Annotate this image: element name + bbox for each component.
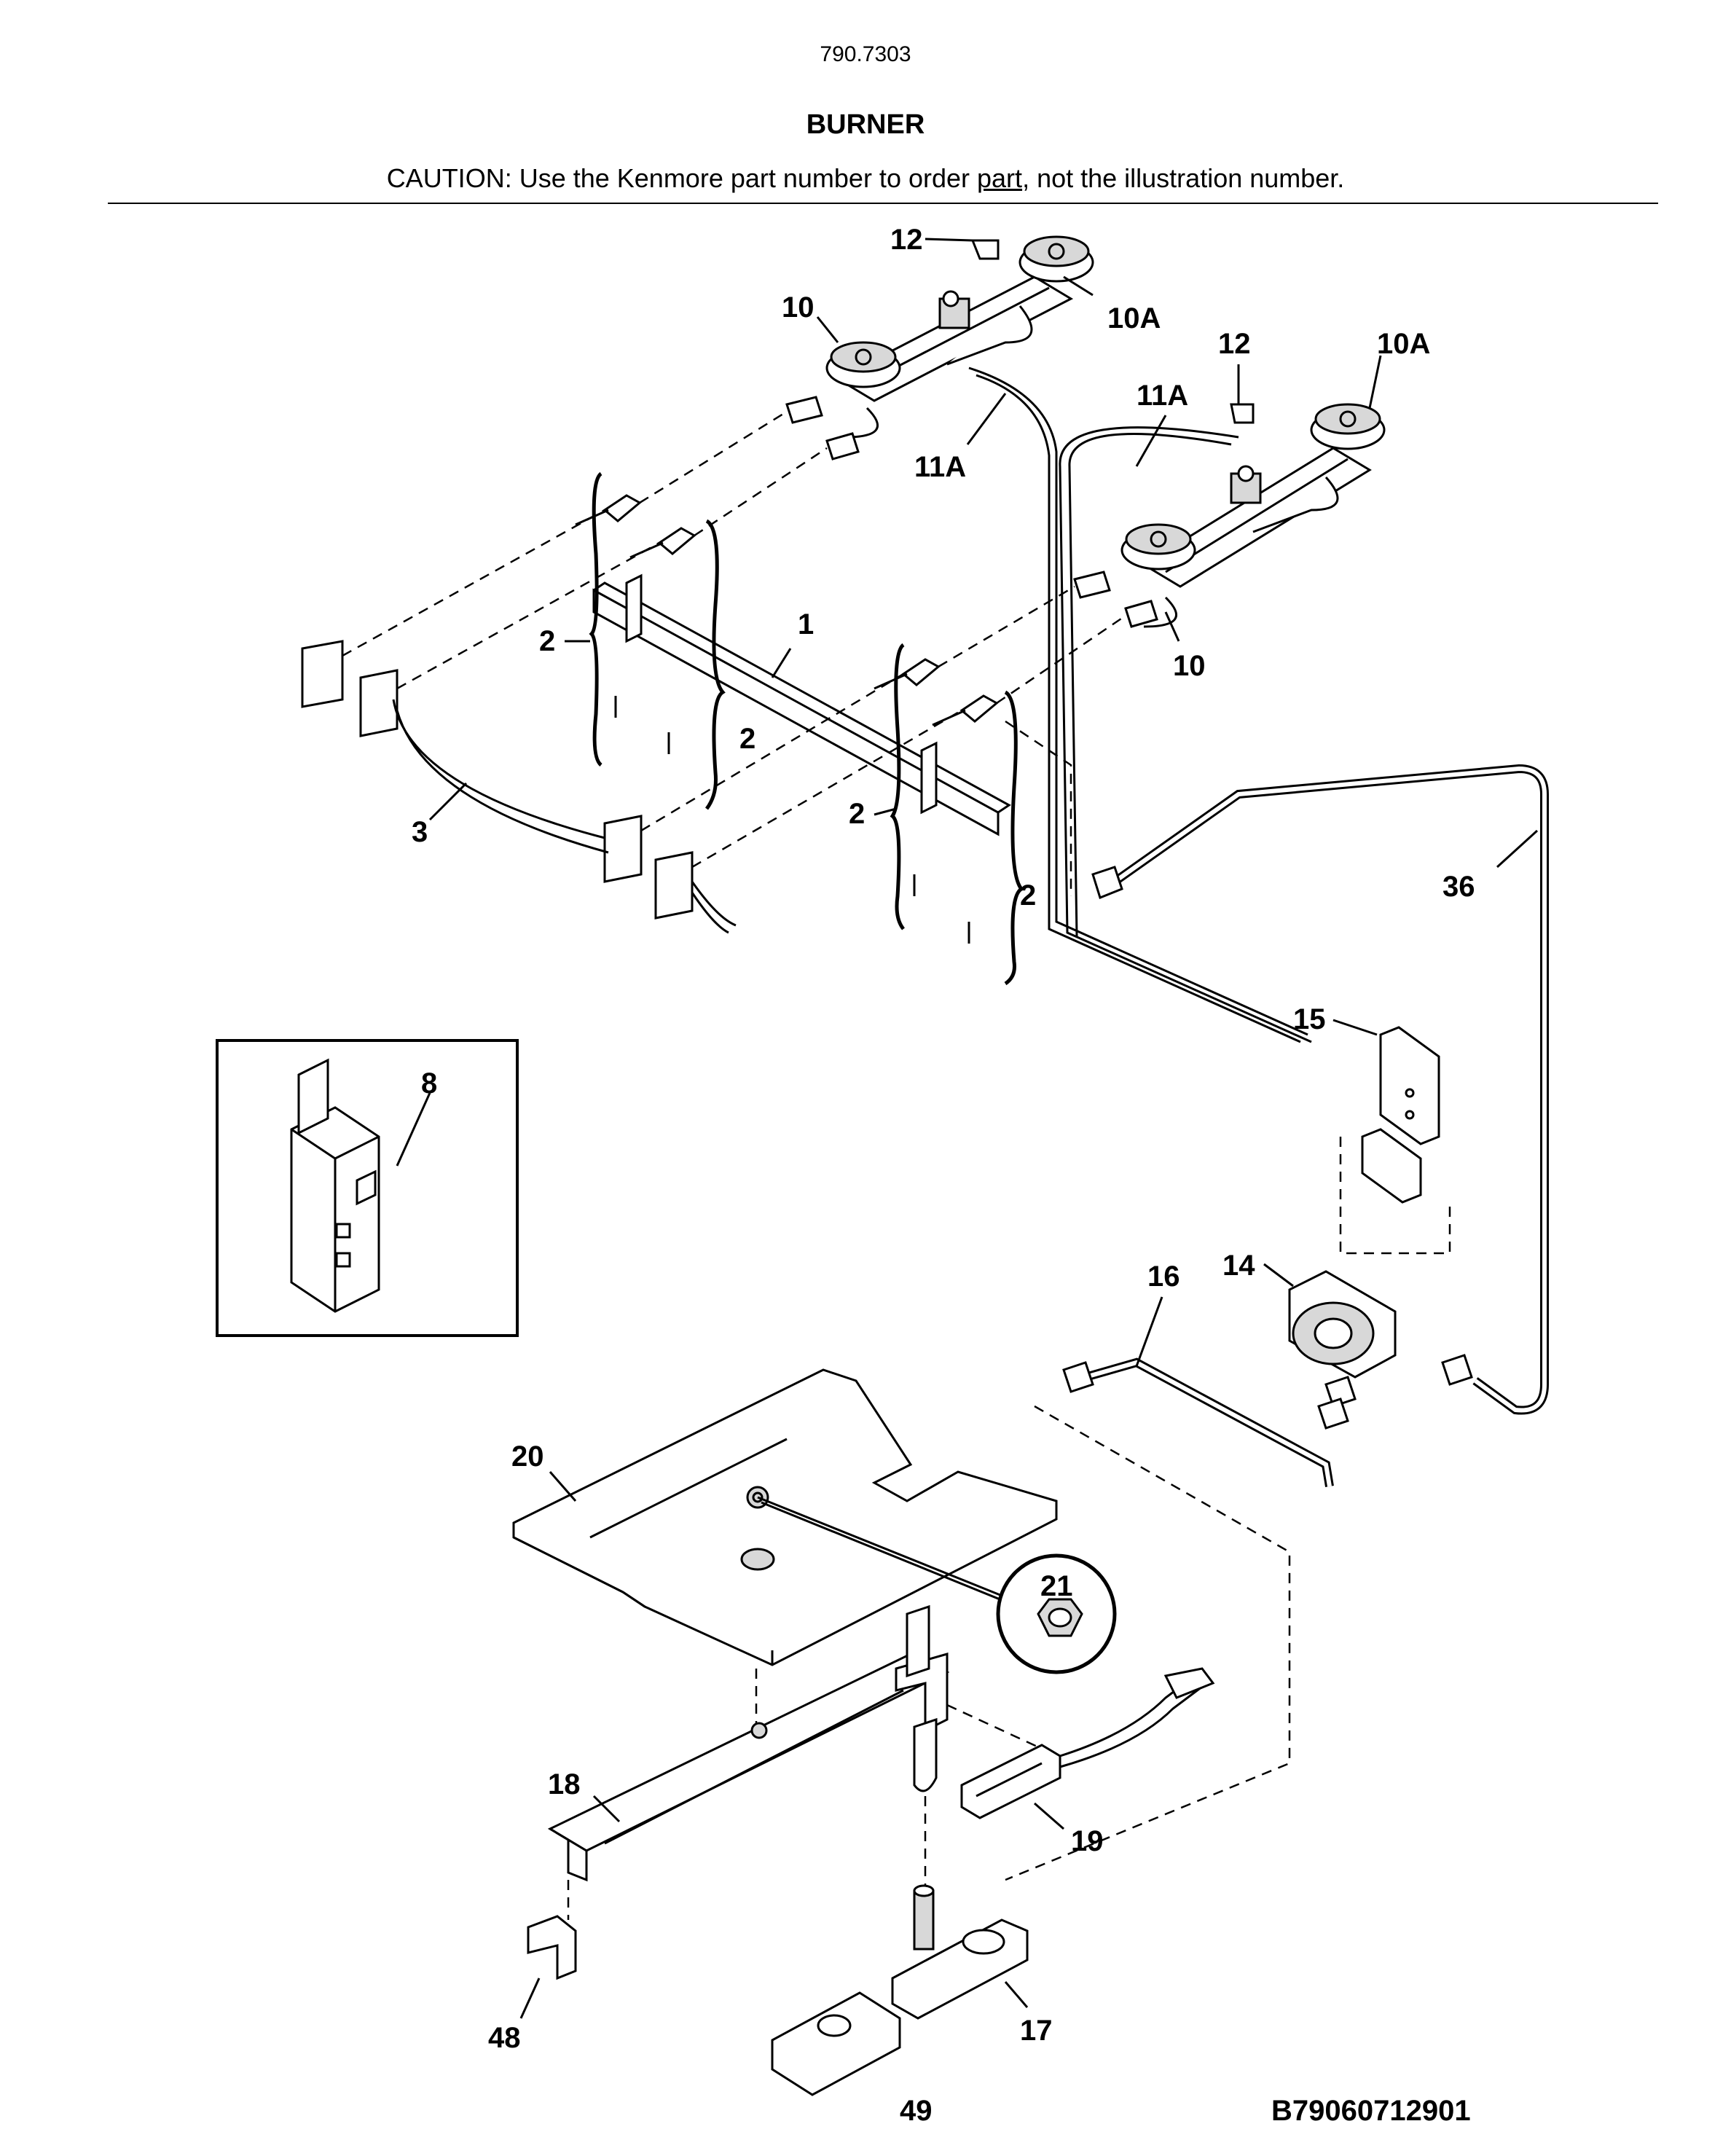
callout-12-top: 12 [890, 224, 923, 256]
regulator-14 [1288, 1270, 1397, 1430]
igniter-19 [946, 1667, 1215, 1819]
oven-burner-18 [547, 1604, 950, 1920]
caution-note: CAUTION: Use the Kenmore part number to … [0, 163, 1731, 194]
callout-2-d: 2 [1020, 879, 1036, 912]
bracket-48 [527, 1915, 577, 1980]
section-title: BURNER [806, 109, 925, 140]
callout-21: 21 [1040, 1570, 1073, 1602]
callout-15: 15 [1293, 1003, 1326, 1035]
brace-2b [704, 519, 726, 810]
callout-10-top: 10 [782, 291, 815, 324]
callout-36: 36 [1442, 871, 1475, 903]
inset-spark-module [216, 1039, 519, 1337]
callout-49: 49 [900, 2095, 933, 2127]
callout-8: 8 [421, 1067, 437, 1099]
brace-2a [589, 471, 602, 767]
tube-11a [968, 366, 1312, 1043]
callout-1: 1 [798, 608, 814, 640]
caution-prefix: CAUTION: Use the Kenmore part number to … [386, 163, 978, 193]
tube-36 [1091, 764, 1549, 1415]
upper-left-burner-assembly [785, 235, 1094, 460]
caution-suffix: , not the illustration number. [1022, 163, 1345, 193]
callout-2-b: 2 [739, 723, 755, 755]
callout-19: 19 [1071, 1825, 1104, 1857]
diagram-code: B79060712901 [1271, 2095, 1471, 2127]
caution-part-link[interactable]: part [977, 163, 1023, 193]
model-number: 790.7303 [820, 42, 911, 66]
wire-harness [301, 640, 737, 934]
bracket-15 [1339, 1026, 1451, 1255]
safety-valve-17 [891, 1884, 1029, 2020]
callout-17: 17 [1020, 2015, 1053, 2047]
brace-2c [890, 643, 906, 930]
callout-20: 20 [511, 1440, 544, 1473]
callout-11a-left: 11A [914, 451, 966, 483]
callout-16: 16 [1147, 1261, 1180, 1293]
callout-18: 18 [548, 1768, 581, 1800]
callout-12-right: 12 [1218, 328, 1251, 360]
callout-labels: 12 10 10A 12 10A 11A 11A 1 2 10 2 2 3 36… [412, 224, 1475, 2127]
tube-16 [1005, 1357, 1334, 1881]
nut-detail-21 [996, 1553, 1117, 1674]
assembly-lines-upper [342, 410, 1126, 896]
igniter-electrodes [575, 494, 999, 944]
callout-14: 14 [1222, 1250, 1255, 1282]
burner-shield-20 [512, 1368, 1058, 1741]
callout-2-a: 2 [539, 625, 555, 657]
manifold-bar [592, 573, 1011, 836]
leader-lines [396, 238, 1539, 2019]
callout-10-right: 10 [1173, 650, 1206, 682]
callout-11a-right: 11A [1137, 380, 1188, 412]
callout-10a-top: 10A [1107, 302, 1161, 334]
brace-2d [1004, 690, 1024, 986]
callout-3: 3 [412, 816, 428, 848]
callout-2-c: 2 [849, 798, 865, 830]
header-divider [108, 203, 1658, 204]
callout-48: 48 [488, 2022, 521, 2054]
heat-shield-49 [771, 1991, 901, 2096]
callout-10a-right: 10A [1377, 328, 1430, 360]
lower-right-burner-assembly [1073, 403, 1386, 628]
